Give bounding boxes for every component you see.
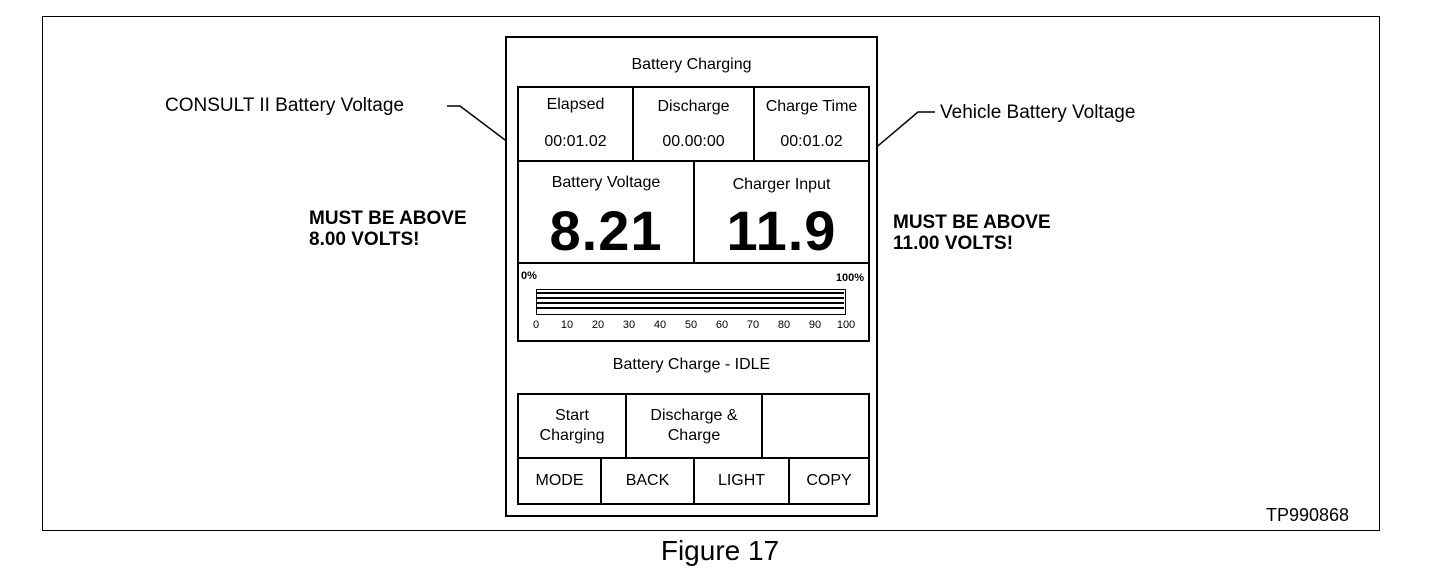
battery-voltage-panel: Battery Voltage 8.21 (517, 160, 695, 264)
progress-tick-label: 20 (591, 319, 605, 331)
timer-charge-time: Charge Time 00:01.02 (753, 86, 870, 162)
progress-tick-label: 50 (684, 319, 698, 331)
charge-progress-fill (537, 292, 844, 310)
charger-input-value: 11.9 (726, 199, 837, 262)
charge-status: Battery Charge - IDLE (612, 356, 771, 373)
mode-button[interactable]: MODE (519, 459, 602, 503)
progress-min-label: 0% (521, 270, 537, 282)
timer-elapsed-label: Elapsed (546, 96, 605, 113)
timer-discharge: Discharge 00.00:00 (632, 86, 755, 162)
consult-device-screen: Battery Charging Elapsed 00:01.02 Discha… (505, 36, 878, 517)
callout-consult-battery-voltage: CONSULT II Battery Voltage (165, 95, 405, 116)
progress-tick-label: 30 (622, 319, 636, 331)
timer-discharge-label: Discharge (657, 98, 730, 115)
screen-title: Battery Charging (631, 56, 752, 73)
figure-id: TP990868 (1266, 505, 1350, 525)
timer-elapsed-value: 00:01.02 (544, 133, 607, 150)
figure-caption: Figure 17 (660, 535, 780, 566)
charge-progress-bar (536, 289, 846, 315)
warning-vehicle-minimum: MUST BE ABOVE 11.00 VOLTS! (893, 212, 1051, 254)
figure-frame (42, 16, 1380, 531)
progress-tick-label: 90 (808, 319, 822, 331)
copy-button[interactable]: COPY (806, 472, 852, 489)
timer-elapsed: Elapsed 00:01.02 (517, 86, 634, 162)
progress-tick-label: 60 (715, 319, 729, 331)
back-button[interactable]: BACK (602, 459, 695, 503)
charger-input-panel: Charger Input 11.9 (693, 160, 870, 264)
timer-charge-time-value: 00:01.02 (780, 133, 843, 150)
charge-progress-panel: 0% 100% 0 10 20 30 40 50 60 70 80 90 100 (517, 262, 870, 342)
discharge-charge-button[interactable]: Discharge & Charge (627, 395, 763, 457)
timer-discharge-value: 00.00:00 (662, 133, 725, 150)
warning-left-line2: 8.00 VOLTS! (309, 229, 420, 250)
start-charging-button[interactable]: Start Charging (519, 395, 627, 457)
warning-consult-minimum: MUST BE ABOVE 8.00 VOLTS! (309, 208, 467, 250)
softkey-row: MODE BACK LIGHT COPY (517, 457, 870, 505)
empty-action-slot (763, 395, 868, 457)
frame-top-border (42, 16, 1380, 17)
progress-tick-label: 80 (777, 319, 791, 331)
action-button-row: Start Charging Discharge & Charge (517, 393, 870, 459)
progress-tick-label: 0 (532, 319, 540, 331)
warning-right-line2: 11.00 VOLTS! (893, 233, 1014, 254)
charger-input-label: Charger Input (732, 176, 831, 193)
light-button[interactable]: LIGHT (695, 459, 790, 503)
progress-tick-label: 10 (560, 319, 574, 331)
callout-vehicle-battery-voltage: Vehicle Battery Voltage (940, 102, 1136, 123)
battery-voltage-value: 8.21 (549, 199, 663, 262)
progress-tick-label: 40 (653, 319, 667, 331)
progress-tick-label: 70 (746, 319, 760, 331)
progress-max-label: 100% (835, 272, 864, 284)
warning-right-line1: MUST BE ABOVE (893, 212, 1051, 233)
progress-tick-label: 100 (836, 319, 856, 331)
timer-charge-time-label: Charge Time (765, 98, 858, 115)
battery-voltage-label: Battery Voltage (551, 174, 661, 191)
warning-left-line1: MUST BE ABOVE (309, 208, 467, 229)
